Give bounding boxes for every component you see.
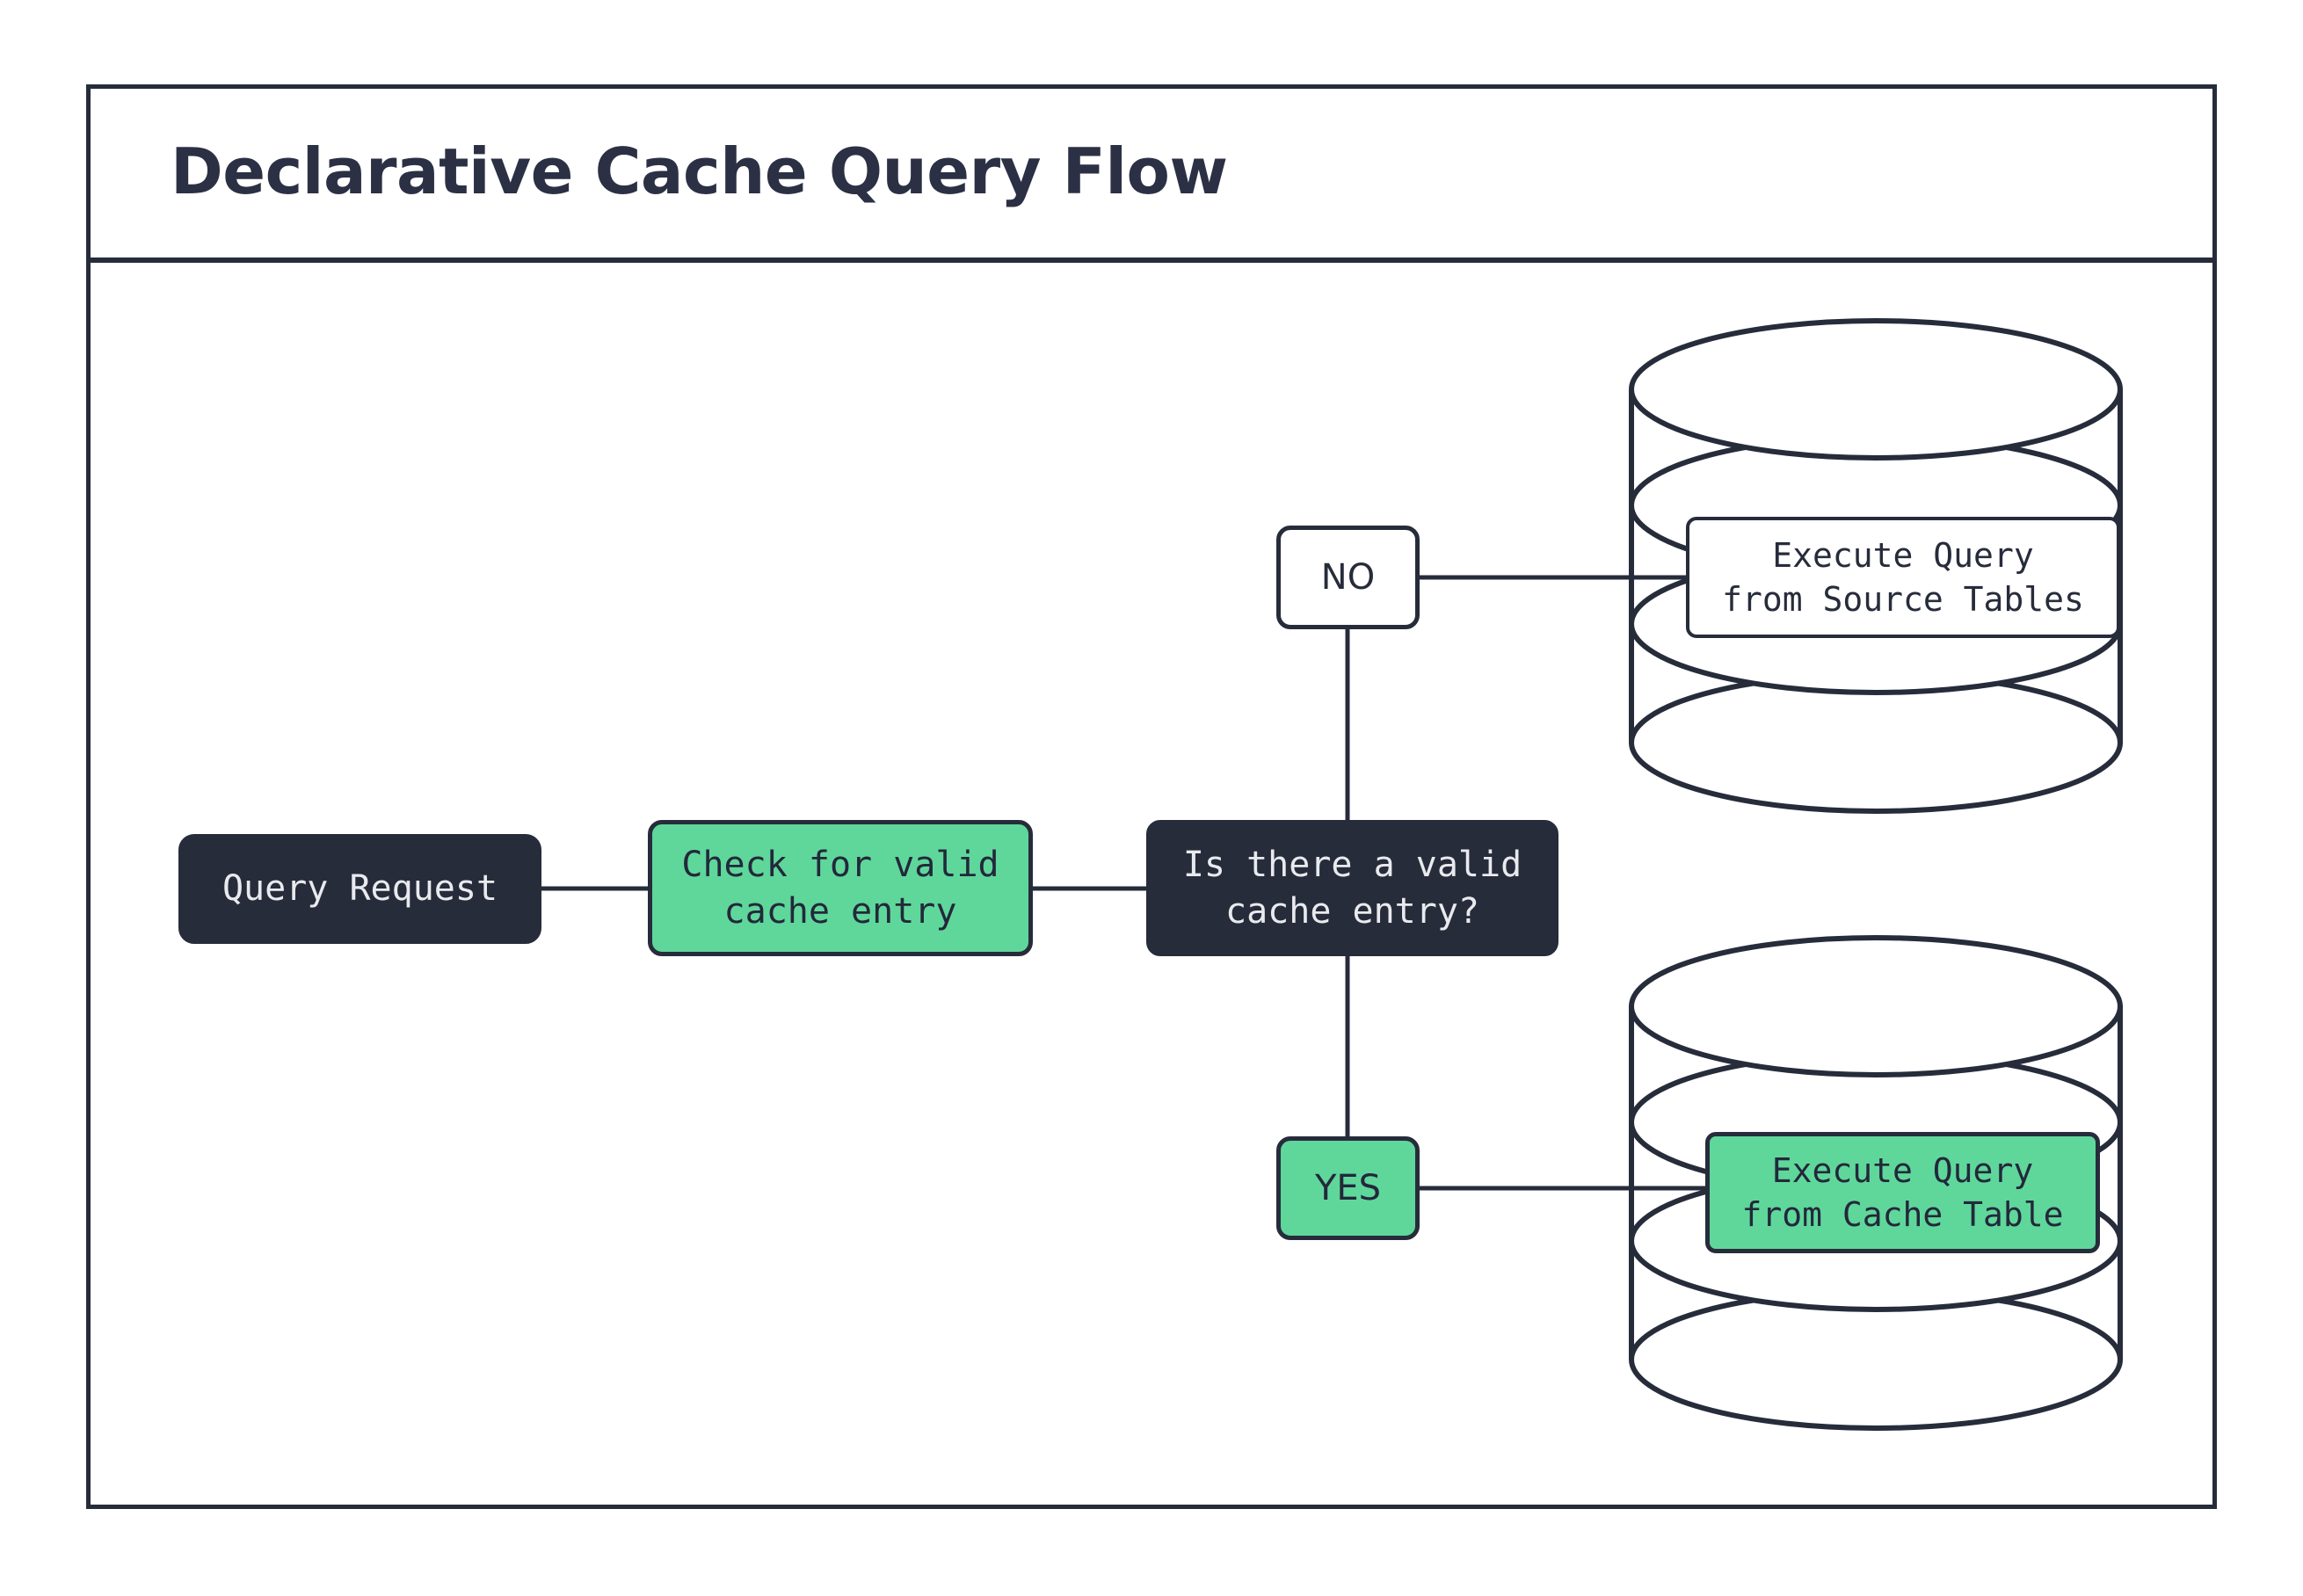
diagram-frame xyxy=(86,84,2217,1509)
branch-label-yes[interactable]: YES xyxy=(1276,1136,1420,1240)
node-check-for-valid-cache-entry[interactable]: Check for valid cache entry xyxy=(648,820,1033,956)
branch-label-no[interactable]: NO xyxy=(1276,526,1420,629)
page-title: Declarative Cache Query Flow xyxy=(171,134,1228,208)
node-decision-valid-cache-entry[interactable]: Is there a valid cache entry? xyxy=(1146,820,1558,956)
node-execute-query-from-cache-table[interactable]: Execute Query from Cache Table xyxy=(1705,1132,2100,1253)
diagram-title-bar: Declarative Cache Query Flow xyxy=(86,84,2217,263)
node-execute-query-from-source-tables[interactable]: Execute Query from Source Tables xyxy=(1686,517,2120,638)
node-query-request[interactable]: Query Request xyxy=(178,834,541,944)
